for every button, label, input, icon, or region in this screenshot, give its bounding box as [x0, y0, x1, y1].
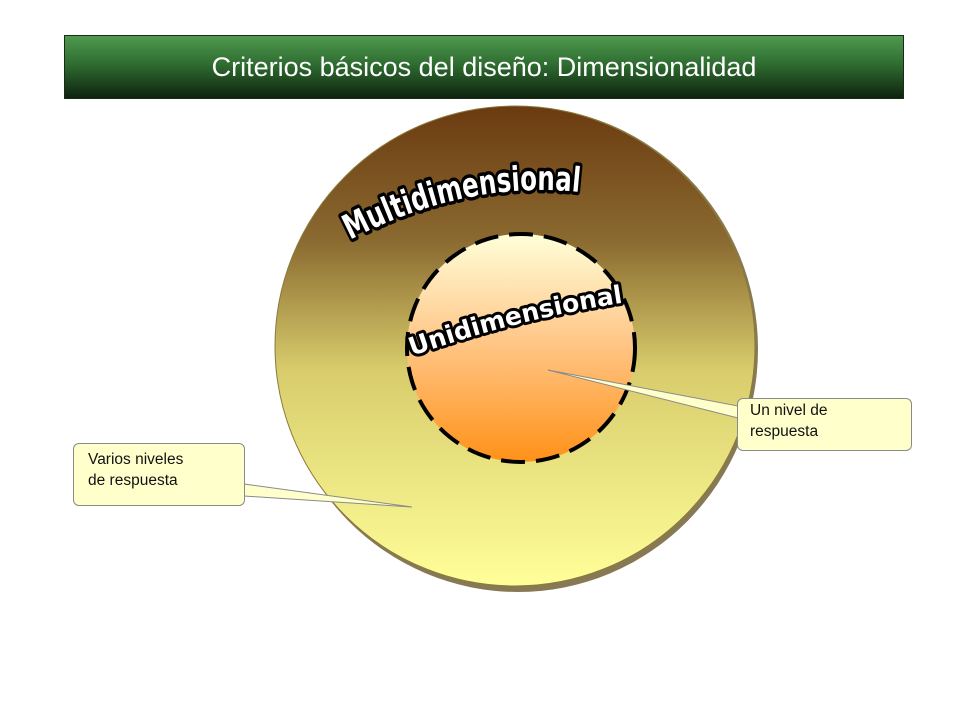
callout-left-line1: Varios niveles [88, 451, 184, 468]
callout-left-line2: de respuesta [88, 472, 178, 489]
callout-varios-niveles: Varios niveles de respuesta [73, 443, 245, 506]
callout-un-nivel: Un nivel de respuesta [737, 398, 912, 451]
page-title: Criterios básicos del diseño: Dimensiona… [211, 51, 757, 82]
callout-right-line1: Un nivel de [750, 402, 828, 419]
title-bar: Criterios básicos del diseño: Dimensiona… [64, 35, 904, 99]
callout-right-line2: respuesta [750, 423, 819, 440]
inner-circle [405, 232, 637, 464]
